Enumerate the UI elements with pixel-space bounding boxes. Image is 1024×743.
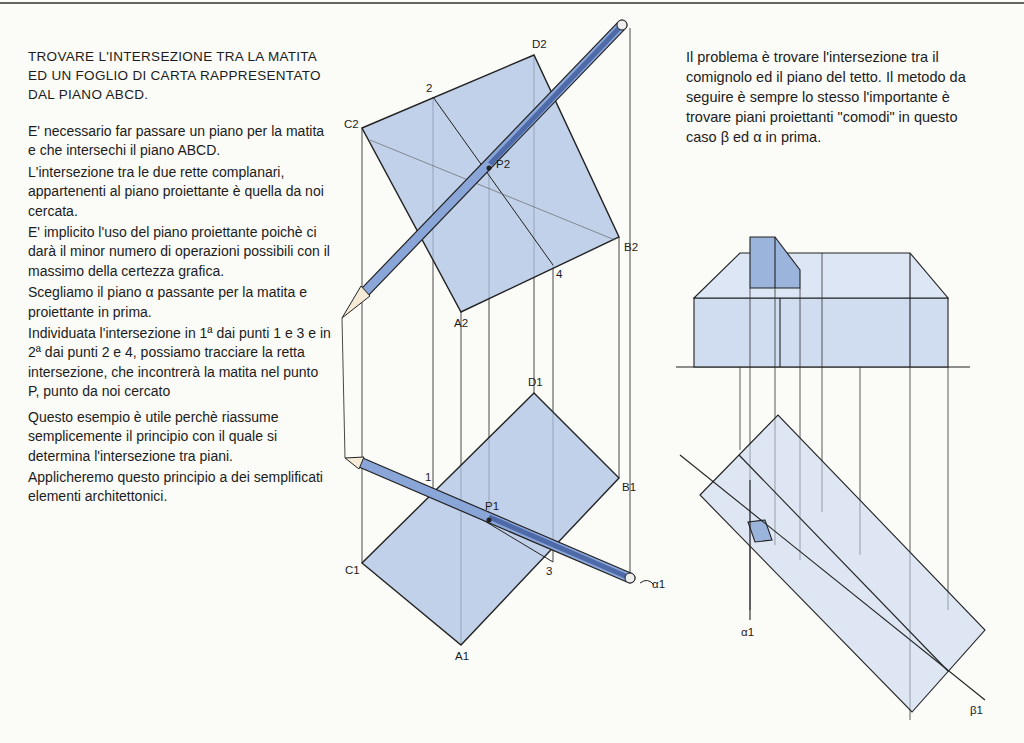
plane-abcd-plan [362, 393, 619, 645]
point-label: P2 [496, 158, 510, 171]
point-label: C1 [345, 564, 360, 577]
pencil-elevation [342, 20, 627, 318]
point-label: β1 [970, 704, 983, 717]
point-label: 1 [425, 471, 431, 484]
point-label: D1 [528, 376, 543, 389]
point-label: D2 [532, 38, 547, 51]
note-text: Applicheremo questo principio a dei semp… [28, 468, 333, 507]
point-label: A2 [454, 317, 468, 330]
plane-abcd-elevation [362, 55, 619, 312]
note-text: L'intersezione tra le due rette complana… [28, 163, 333, 221]
point-label: 2 [426, 82, 432, 95]
point-label: 3 [546, 565, 552, 578]
point-label: α1 [652, 578, 665, 591]
point-p1 [487, 518, 492, 523]
note-text: E' implicito l'uso del piano proiettante… [28, 223, 333, 281]
house-elevation [676, 237, 970, 367]
point-label: P1 [485, 500, 499, 513]
point-label: B1 [622, 481, 636, 494]
note-text: Il problema è trovare l'intersezione tra… [686, 47, 986, 147]
point-p2 [487, 166, 492, 171]
note-text: Individuata l'intersezione in 1ª dai pun… [28, 324, 333, 402]
point-label: α1 [741, 626, 754, 639]
point-label: B2 [624, 241, 638, 254]
text-column: TROVARE L'INTERSEZIONE TRA LA MATITA ED … [28, 47, 333, 509]
point-label: A1 [455, 650, 469, 663]
house-plan [680, 415, 985, 712]
point-label: 4 [556, 268, 562, 281]
point-label: C2 [344, 118, 359, 131]
note-text: Questo esempio è utile perchè riassume s… [28, 408, 333, 466]
text-column: Il problema è trovare l'intersezione tra… [686, 47, 986, 149]
note-text: Scegliamo il piano α passante per la mat… [28, 283, 333, 322]
note-text: E' necessario far passare un piano per l… [28, 122, 333, 161]
border-line [0, 2, 1024, 4]
projection-lines [342, 28, 630, 645]
heading: TROVARE L'INTERSEZIONE TRA LA MATITA ED … [28, 47, 333, 104]
pencil-plan [345, 457, 654, 585]
